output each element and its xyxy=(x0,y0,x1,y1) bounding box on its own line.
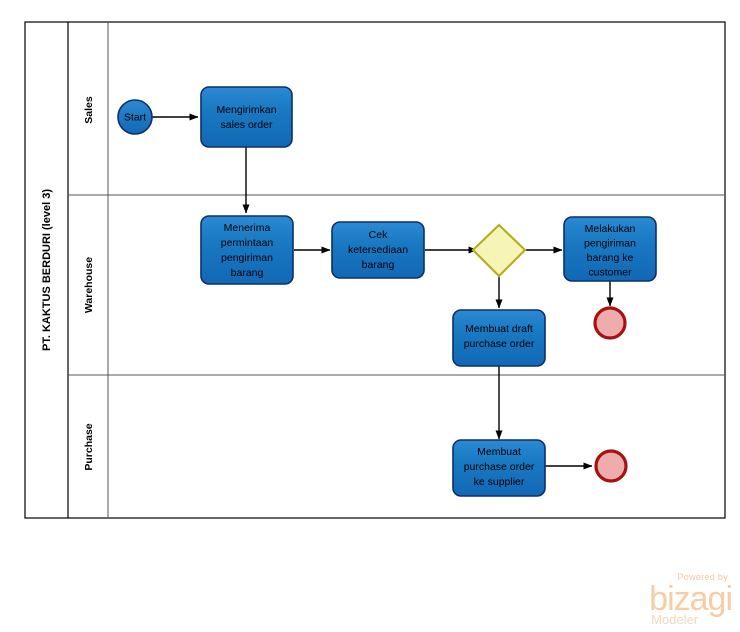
end-event-warehouse[interactable] xyxy=(593,306,627,340)
lane-label-warehouse: Warehouse xyxy=(83,257,95,313)
lane-warehouse: Warehouse xyxy=(83,257,95,313)
task2-line-4: barang xyxy=(231,267,264,279)
task-membuat-draft-purchase-order[interactable]: Membuat draft purchase order xyxy=(452,309,546,367)
task2-line-2: permintaan xyxy=(221,237,274,249)
task-membuat-purchase-order-ke-supplier[interactable]: Membuat purchase order ke supplier xyxy=(452,439,546,497)
task-mengirimkan-sales-order[interactable]: Mengirimkan sales order xyxy=(200,86,293,148)
task1-line-1: Mengirimkan xyxy=(216,104,276,116)
task2-line-1: Menerima xyxy=(224,222,271,234)
pool-frame xyxy=(24,21,726,519)
task6-line-3: ke supplier xyxy=(474,476,525,488)
watermark-powered-by: Powered by xyxy=(677,571,728,582)
task1-line-2: sales order xyxy=(221,119,273,131)
task4-line-4: customer xyxy=(588,266,632,278)
pool-title: PT. KAKTUS BERDURI (level 3) xyxy=(41,189,53,351)
exclusive-gateway[interactable] xyxy=(471,223,527,278)
lane-label-purchase: Purchase xyxy=(83,423,95,470)
bizagi-watermark: Powered by bizagi Modeler xyxy=(649,571,733,627)
task6-line-2: purchase order xyxy=(464,461,535,473)
watermark-product: Modeler xyxy=(651,612,699,627)
lane-dividers xyxy=(68,194,725,376)
task2-line-3: pengiriman xyxy=(221,252,273,264)
task3-line-3: barang xyxy=(362,259,395,271)
start-event[interactable]: Start xyxy=(117,99,153,135)
task-melakukan-pengiriman-barang-ke-customer[interactable]: Melakukan pengiriman barang ke customer xyxy=(563,216,657,282)
lane-label-sales: Sales xyxy=(83,96,95,124)
task5-line-2: purchase order xyxy=(464,338,535,350)
task4-line-3: barang ke xyxy=(587,252,634,264)
end-event-purchase[interactable] xyxy=(594,449,628,483)
task-menerima-permintaan-pengiriman-barang[interactable]: Menerima permintaan pengiriman barang xyxy=(200,215,294,285)
task5-line-1: Membuat draft xyxy=(465,323,533,335)
task4-line-2: pengiriman xyxy=(584,237,636,249)
task4-line-1: Melakukan xyxy=(585,223,636,235)
start-event-label: Start xyxy=(124,111,146,123)
task-cek-ketersediaan-barang[interactable]: Cek ketersediaan barang xyxy=(331,221,425,279)
sequence-flows xyxy=(152,113,614,470)
task6-line-1: Membuat xyxy=(477,446,521,458)
task3-line-1: Cek xyxy=(369,229,388,241)
task3-line-2: ketersediaan xyxy=(348,244,408,256)
lane-purchase: Purchase xyxy=(83,423,95,470)
pool-label: PT. KAKTUS BERDURI (level 3) xyxy=(41,189,53,351)
watermark-brand: bizagi xyxy=(649,579,733,618)
lane-sales: Sales xyxy=(83,96,95,124)
